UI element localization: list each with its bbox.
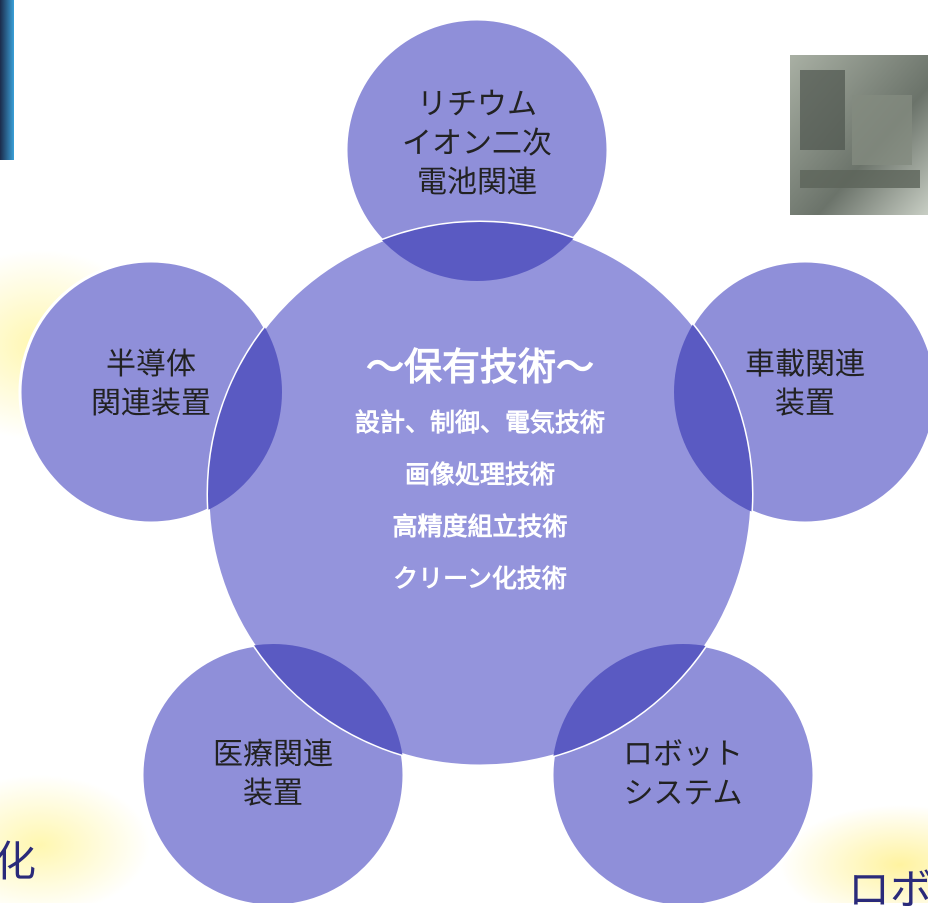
node-line: ロボット	[623, 737, 743, 772]
left-photo-fragment	[0, 0, 14, 160]
technology-item: 高精度組立技術	[392, 512, 568, 541]
technology-item: クリーン化技術	[393, 564, 567, 593]
node-label-semiconductor: 半導体 関連装置	[51, 345, 251, 423]
right-bottom-glow	[780, 805, 928, 903]
technology-item: 画像処理技術	[404, 460, 555, 489]
left-bottom-glow	[0, 775, 150, 903]
node-line: 半導体	[106, 347, 196, 382]
node-label-lithium-battery: リチウム イオン二次 電池関連	[377, 85, 577, 202]
equipment-photo	[790, 55, 928, 215]
node-line: 車載関連	[745, 347, 865, 382]
node-line: 装置	[243, 776, 303, 811]
technology-item: 設計、制御、電気技術	[354, 408, 605, 437]
node-line: 装置	[775, 386, 835, 421]
right-background-text: ロボ	[848, 865, 928, 914]
node-label-medical: 医療関連 装置	[173, 735, 373, 813]
left-background-text: 化	[0, 837, 37, 886]
node-label-robot-system: ロボット システム	[583, 735, 783, 813]
node-line: リチウム	[417, 87, 537, 122]
node-line: 医療関連	[213, 737, 333, 772]
node-line: 電池関連	[417, 165, 537, 200]
center-title: ～保有技術～	[365, 345, 594, 389]
node-line: システム	[623, 776, 743, 811]
center-text: ～保有技術～ 設計、制御、電気技術 画像処理技術 高精度組立技術 クリーン化技術	[280, 345, 680, 595]
node-label-automotive: 車載関連 装置	[705, 345, 905, 423]
node-line: イオン二次	[402, 126, 552, 161]
node-line: 関連装置	[91, 386, 211, 421]
